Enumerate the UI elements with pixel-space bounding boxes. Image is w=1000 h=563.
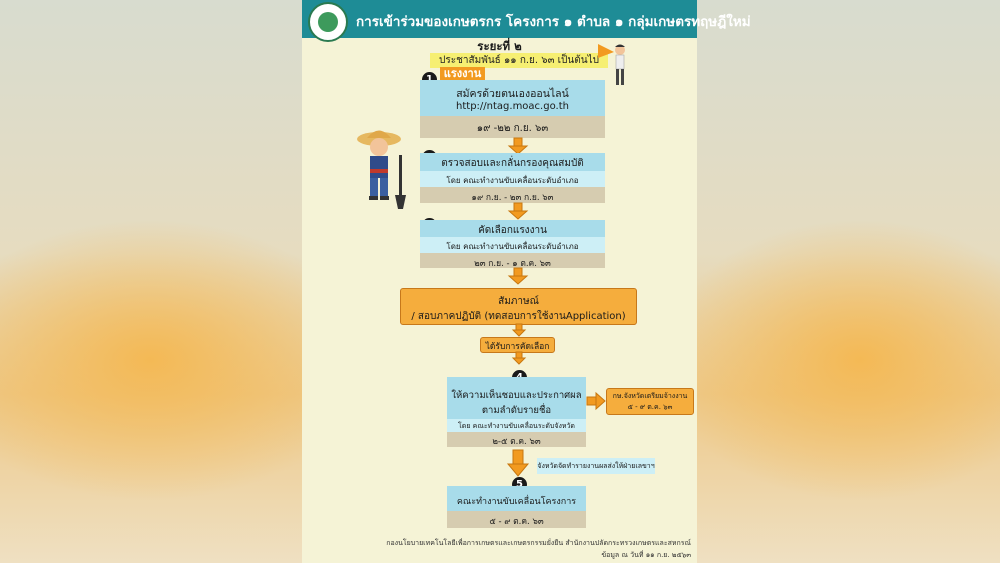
arrow-down-icon <box>507 137 529 155</box>
header-bar: การเข้าร่วมของเกษตรกร โครงการ ๑ ตำบล ๑ ก… <box>302 0 751 42</box>
step-3-date: ๒๓ ก.ย. - ๑ ต.ค. ๖๓ <box>474 259 551 269</box>
step-1-line1: สมัครด้วยตนเองออนไลน์ <box>456 88 569 100</box>
step-4-line1: ให้ความเห็นชอบและประกาศผล <box>451 390 582 401</box>
interview-box: สัมภาษณ์ / สอบภาคปฏิบัติ (ทดสอบการใช้งาน… <box>400 288 637 325</box>
step-3-box: คัดเลือกแรงงาน โดย คณะทำงานขับเคลื่อนระด… <box>420 220 605 269</box>
ministry-logo-icon <box>308 2 348 42</box>
interview-line1: สัมภาษณ์ <box>498 296 539 307</box>
arrow-right-icon <box>586 391 606 411</box>
side-note-hiring: กษ.จังหวัดเตรียมจ้างงาน ๕ - ๙ ต.ค. ๖๓ <box>606 388 694 415</box>
arrow-down-icon <box>507 267 529 285</box>
arrow-down-icon <box>511 351 527 365</box>
step-5-date: ๕ - ๙ ต.ค. ๖๓ <box>489 517 544 527</box>
step-4-box: ให้ความเห็นชอบและประกาศผล ตามลำดับรายชื่… <box>447 377 586 447</box>
publicity-banner: ประชาสัมพันธ์ ๑๑ ก.ย. ๖๓ เป็นต้นไป <box>430 53 608 68</box>
arrow-down-icon <box>506 449 530 477</box>
report-note-text: จังหวัดจัดทำรายงานผลส่งให้ฝ่ายเลขาฯ <box>537 462 655 470</box>
step-3-by: โดย คณะทำงานขับเคลื่อนระดับอำเภอ <box>446 242 579 251</box>
step-1-date: ๑๙ -๒๒ ก.ย. ๖๓ <box>476 123 549 134</box>
megaphone-person-icon <box>598 44 625 85</box>
interview-line2: / สอบภาคปฏิบัติ (ทดสอบการใช้งานApplicati… <box>411 311 626 322</box>
infographic-poster: การเข้าร่วมของเกษตรกร โครงการ ๑ ตำบล ๑ ก… <box>302 0 751 563</box>
arrow-down-icon <box>511 323 527 337</box>
footer-date: ข้อมูล ณ วันที่ ๑๑ ก.ย. ๒๕๖๓ <box>601 551 691 559</box>
step-3-title: คัดเลือกแรงงาน <box>478 225 547 236</box>
step-5-box: คณะทำงานขับเคลื่อนโครงการ ๕ - ๙ ต.ค. ๖๓ <box>447 486 586 528</box>
step-1-box: สมัครด้วยตนเองออนไลน์ http://ntag.moac.g… <box>420 80 605 138</box>
side-note-line2: ๕ - ๙ ต.ค. ๖๓ <box>627 403 673 411</box>
footer-org: กองนโยบายเทคโนโลยีเพื่อการเกษตรและเกษตรก… <box>386 539 691 547</box>
selected-label: ได้รับการคัดเลือก <box>480 337 555 353</box>
step-2-by: โดย คณะทำงานขับเคลื่อนระดับอำเภอ <box>446 176 579 185</box>
step-2-title: ตรวจสอบและกลั่นกรองคุณสมบัติ <box>441 158 584 169</box>
step-4-by: โดย คณะทำงานขับเคลื่อนระดับจังหวัด <box>458 422 575 430</box>
side-note-line1: กษ.จังหวัดเตรียมจ้างงาน <box>612 392 688 400</box>
arrow-down-icon <box>507 202 529 220</box>
step-5-title: คณะทำงานขับเคลื่อนโครงการ <box>456 497 577 507</box>
report-note: จังหวัดจัดทำรายงานผลส่งให้ฝ่ายเลขาฯ <box>537 458 655 474</box>
farmer-with-shovel-icon <box>357 130 406 209</box>
step-4-date: ๒-๕ ต.ค. ๖๓ <box>492 437 541 447</box>
page-title: การเข้าร่วมของเกษตรกร โครงการ ๑ ตำบล ๑ ก… <box>356 14 751 30</box>
phase-title: ระยะที่ ๒ <box>477 39 522 53</box>
selected-text: ได้รับการคัดเลือก <box>485 342 550 352</box>
step-4-line2: ตามลำดับรายชื่อ <box>481 405 552 416</box>
step-1-url: http://ntag.moac.go.th <box>456 101 569 112</box>
step-2-date: ๑๙ ก.ย. - ๒๓ ก.ย. ๖๓ <box>471 193 554 203</box>
step-2-box: ตรวจสอบและกลั่นกรองคุณสมบัติ โดย คณะทำงา… <box>420 153 605 203</box>
step-1-label: แรงงาน <box>440 67 485 81</box>
